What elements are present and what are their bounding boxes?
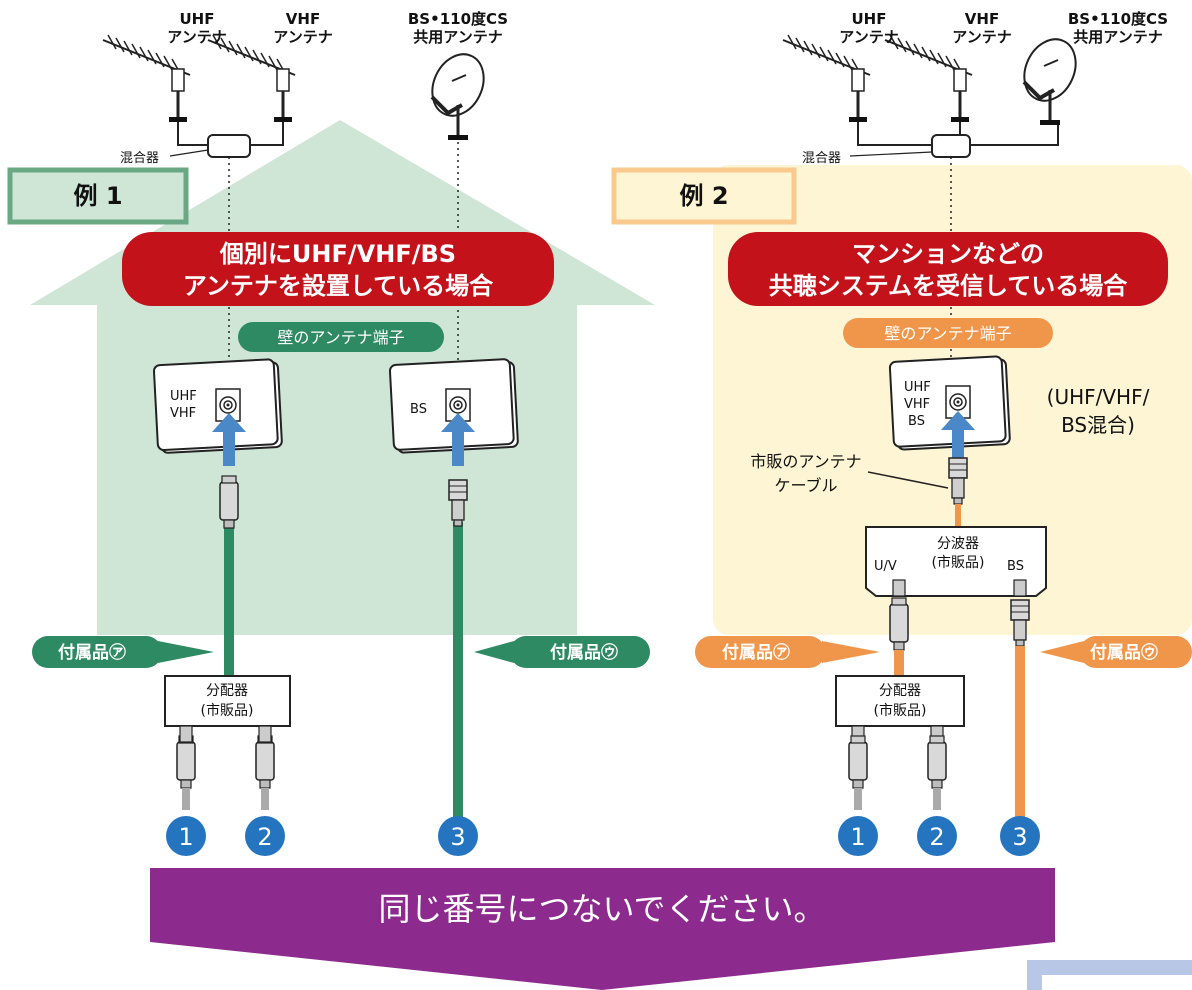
uv-insert-arrow-icon — [212, 413, 246, 466]
ex2-separator-label: 分波器(市販品) — [932, 536, 985, 571]
distributor-out2-plug-icon — [255, 735, 275, 789]
example1-accessory-u-text: 付属品㋒ — [550, 642, 618, 663]
mixer-leader — [169, 149, 209, 157]
example1-number-1-text: 1 — [178, 823, 193, 851]
example2-number-2 — [917, 816, 957, 856]
ex2-mixer-leader — [849, 151, 933, 157]
ex2-cable-note: 市販のアンテナケーブル — [750, 452, 861, 495]
ex2-uv-plug-icon — [889, 597, 909, 651]
ex2-out2-plug-icon — [927, 735, 947, 789]
ex2-mixed-note: (UHF/VHF/BS混合) — [1047, 385, 1150, 437]
example1-number-3-text: 3 — [450, 823, 465, 851]
vhf-antenna-icon — [206, 33, 297, 124]
example2-tag-text: 例 2 — [679, 182, 728, 210]
mixer-wire — [177, 122, 284, 146]
ex2-uhf-antenna-icon — [781, 33, 872, 124]
ex2-separator — [865, 526, 1047, 597]
ex2-cable-plug-icon — [948, 457, 968, 505]
example1-distributor — [164, 675, 291, 727]
example2-tag — [611, 167, 797, 225]
ex2-separator-bs: BS — [1007, 559, 1024, 574]
example1-accessory-u — [474, 636, 650, 668]
example2-number-2-text: 2 — [929, 823, 944, 851]
uhf-antenna-icon — [101, 33, 192, 124]
example1-accessory-a — [32, 636, 214, 668]
example2-accessory-a-text: 付属品㋐ — [722, 642, 790, 663]
mixer-label: 混合器 — [120, 151, 159, 166]
instruction-banner-text: 同じ番号につないでください。 — [378, 890, 825, 928]
bs-insert-arrow-icon — [441, 413, 475, 466]
example1-distributor-label: 分配器(市販品) — [201, 683, 254, 719]
bs-socket-label: BS — [410, 402, 427, 417]
out1-cable — [182, 788, 190, 810]
bs-plug-icon — [448, 479, 468, 527]
ex2-out2-cable — [933, 788, 941, 810]
example1-wall-label — [238, 322, 444, 352]
example2-wall-label — [843, 318, 1053, 348]
uv-plug-icon — [219, 475, 239, 529]
example1-accessory-a-text: 付属品㋐ — [58, 642, 126, 663]
example1-number-2 — [245, 816, 285, 856]
example1-tag — [7, 167, 189, 225]
example2-number-3 — [1000, 816, 1040, 856]
ex2-out1-cable — [854, 788, 862, 810]
example2-distributor — [835, 675, 965, 727]
bs-dish-icon — [420, 43, 496, 142]
example2-number-3-text: 3 — [1012, 823, 1027, 851]
ex2-separator-uv: U/V — [874, 559, 897, 574]
example1-number-2-text: 2 — [257, 823, 272, 851]
example1-tag-text: 例 1 — [73, 182, 122, 210]
example2-accessory-a — [695, 636, 880, 668]
example2-accessory-u — [1040, 636, 1192, 668]
example2-accessory-u-text: 付属品㋒ — [1090, 642, 1158, 663]
distributor-port-2 — [258, 725, 272, 743]
ex2-mixer-label: 混合器 — [802, 151, 841, 166]
ex2-mixer-wire — [857, 122, 1059, 146]
ex2-sep-port-uv — [892, 579, 906, 597]
example1-title-box — [122, 232, 554, 306]
distributor-out1-plug-icon — [176, 735, 196, 789]
example2-number-1-text: 1 — [850, 823, 865, 851]
ex2-bs-plug-icon — [1010, 599, 1030, 647]
ex2-mixer-box — [931, 134, 971, 158]
example2-distributor-label: 分配器(市販品) — [874, 683, 927, 719]
example2-number-1 — [838, 816, 878, 856]
ex2-cable-leader — [867, 471, 949, 489]
example2-title-box — [728, 232, 1168, 306]
instruction-banner — [150, 868, 1055, 990]
mixer-box — [207, 134, 251, 158]
house-body — [97, 300, 577, 635]
example2-wall-label-text: 壁のアンテナ端子 — [884, 324, 1011, 343]
example1-wall-label-text: 壁のアンテナ端子 — [277, 328, 404, 347]
ex2-insert-arrow-icon — [941, 411, 975, 464]
ex2-vhf-antenna-icon — [883, 33, 974, 124]
ex2-sep-port-bs — [1013, 579, 1027, 597]
example1-number-3 — [438, 816, 478, 856]
distributor-port-1 — [179, 725, 193, 743]
corner-panel-inner — [1042, 975, 1192, 990]
example1-number-1 — [166, 816, 206, 856]
example2-title: マンションなどの共聴システムを受信している場合 — [769, 240, 1129, 300]
out2-cable — [261, 788, 269, 810]
ex2-out1-plug-icon — [848, 735, 868, 789]
